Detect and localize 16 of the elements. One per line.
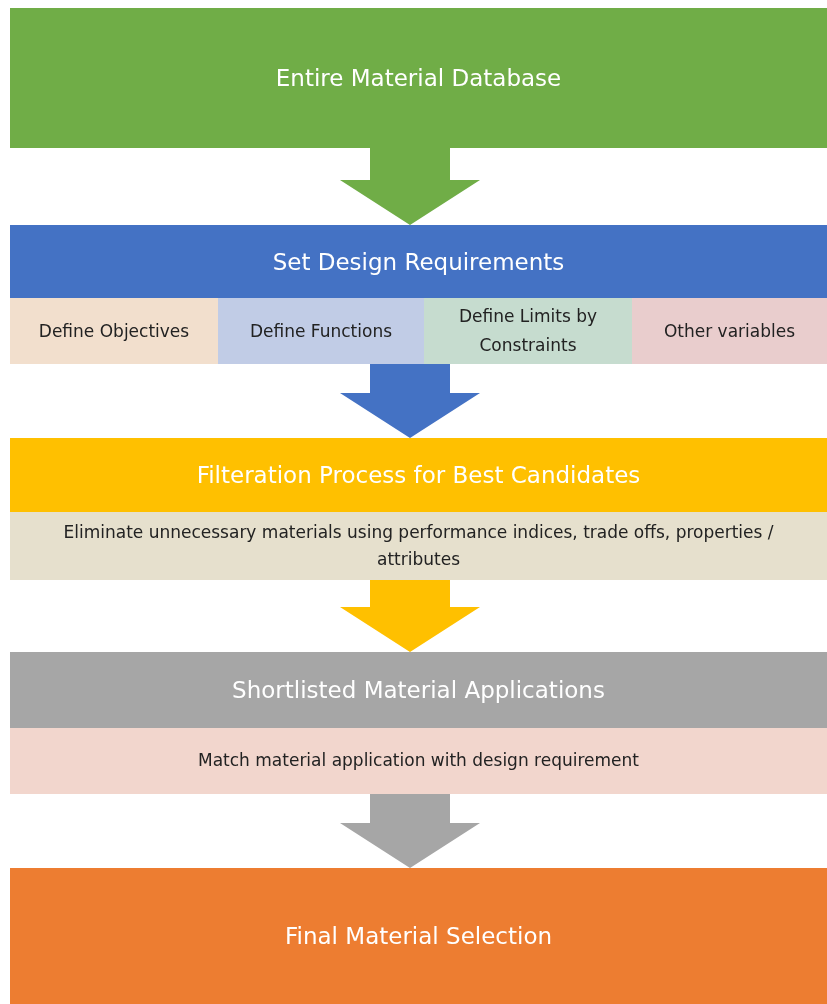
sub-box: Define Objectives <box>10 298 218 364</box>
body-text: Eliminate unnecessary materials using performance indices, trade offs, properties / attributes <box>62 520 775 571</box>
process-box <box>10 652 827 794</box>
header-band: Filteration Process for Best Candidates <box>10 438 827 512</box>
block-arrow <box>340 148 480 225</box>
sub-box: Define Functions <box>218 298 424 364</box>
sub-box: Define Limits by Constraints <box>424 298 632 364</box>
block-arrow <box>340 364 480 438</box>
sub-box: Other variables <box>632 298 827 364</box>
block-arrow <box>340 580 480 652</box>
block-arrow <box>340 794 480 868</box>
process-box <box>10 438 827 580</box>
process-box: Entire Material Database <box>10 8 827 148</box>
header-band: Shortlisted Material Applications <box>10 652 827 728</box>
process-box: Final Material Selection <box>10 868 827 1004</box>
body-text: Match material application with design requirement <box>198 749 639 773</box>
